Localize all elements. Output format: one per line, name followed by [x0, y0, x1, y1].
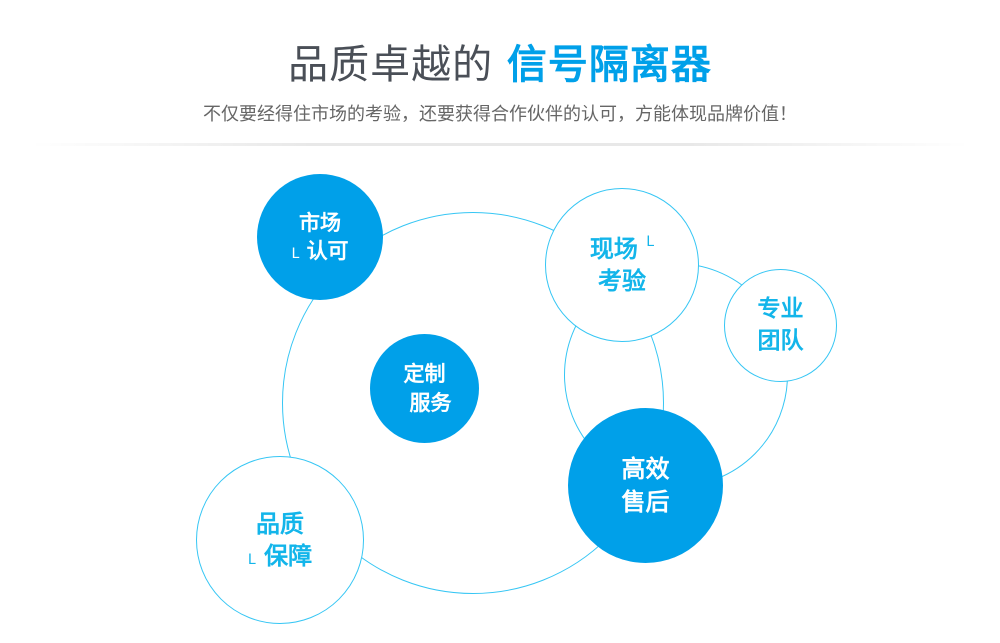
label-line2: 团队: [757, 327, 804, 354]
circle-pro-team: 专业 团队: [724, 269, 837, 382]
label-line2: L 认可: [291, 237, 348, 265]
divider: [30, 143, 970, 146]
label-text: 认可: [306, 239, 349, 263]
label-line2: L 保障: [248, 540, 312, 572]
circle-quality-assurance: 品质 L 保障: [196, 456, 364, 624]
corner-mark: L: [247, 552, 256, 568]
label-text: 现场: [589, 234, 638, 263]
subtitle: 不仅要经得住市场的考验，还要获得合作伙伴的认可，方能体现品牌价值！: [203, 104, 797, 125]
title-highlight: 信号隔离器: [506, 42, 712, 88]
circle-market-recognition: 市场 L 认可: [257, 174, 383, 300]
label-line1: 定制: [403, 362, 446, 387]
label-line2: 考验: [598, 267, 646, 295]
circle-custom-service: 定制 服务: [370, 334, 479, 443]
label-line1: 现场 L: [590, 233, 654, 265]
circle-field-test: 现场 L 考验: [545, 188, 699, 342]
label-line1: 高效: [621, 455, 670, 484]
page-title: 品质卓越的 信号隔离器: [0, 32, 1000, 90]
circle-after-sales: 高效 售后: [568, 408, 723, 563]
title-plain: 品质卓越的: [288, 42, 494, 88]
corner-mark: L: [291, 246, 300, 262]
label-line1: 市场: [299, 210, 341, 235]
label-line2: 售后: [621, 487, 670, 516]
label-line2: 服务: [409, 390, 452, 415]
label-line1: 专业: [757, 296, 804, 323]
corner-mark: L: [646, 233, 655, 250]
label-text: 保障: [264, 542, 313, 570]
label-line1: 品质: [256, 509, 304, 538]
